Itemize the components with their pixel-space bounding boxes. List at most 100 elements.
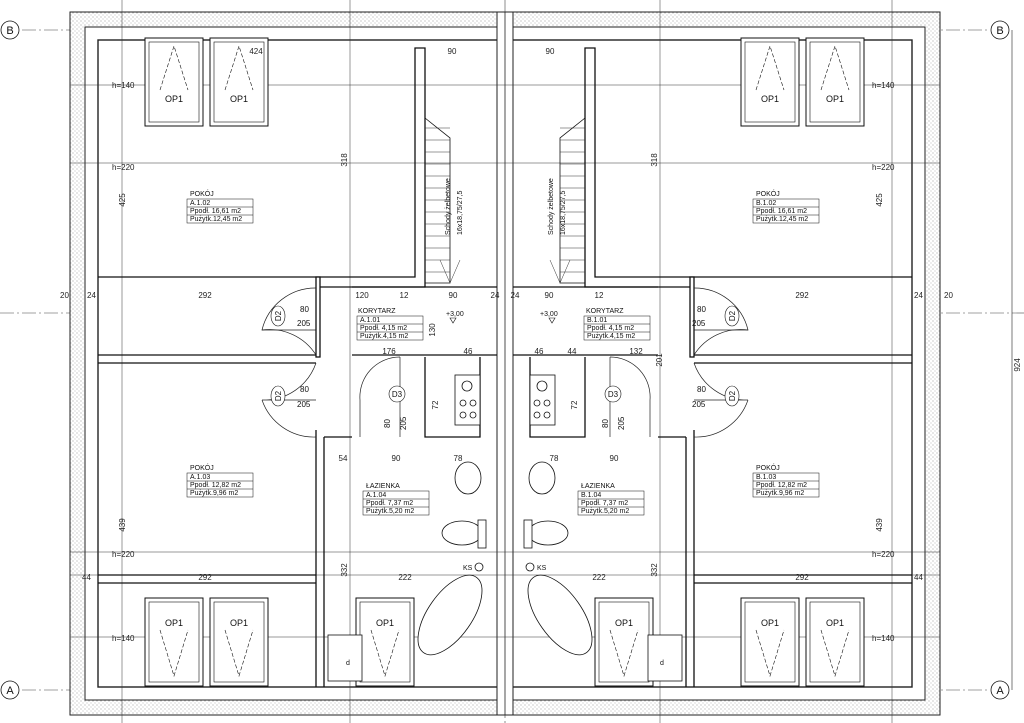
svg-text:318: 318 (650, 153, 659, 167)
svg-text:12: 12 (595, 291, 604, 300)
axis-a-right: A (990, 680, 1010, 700)
window-a-bottom-3: OP1 (355, 597, 415, 687)
svg-text:Ppodł. 16,61 m2: Ppodł. 16,61 m2 (756, 208, 807, 215)
svg-text:24: 24 (511, 291, 520, 300)
svg-text:332: 332 (650, 563, 659, 577)
svg-text:90: 90 (545, 291, 554, 300)
level-mark-right: +3,00 (540, 311, 558, 324)
svg-text:+3,00: +3,00 (540, 311, 558, 318)
svg-text:KORYTARZ: KORYTARZ (586, 308, 624, 315)
svg-text:54: 54 (339, 454, 348, 463)
svg-text:205: 205 (399, 416, 408, 430)
svg-text:24: 24 (914, 291, 923, 300)
svg-text:Pużytk.9,96 m2: Pużytk.9,96 m2 (756, 490, 804, 497)
svg-text:130: 130 (428, 323, 437, 337)
svg-text:A.1.02: A.1.02 (190, 200, 210, 207)
window-a-top-1: OP1 (144, 37, 204, 127)
svg-text:ŁAZIENKA: ŁAZIENKA (366, 483, 400, 490)
door-tag-d2-right-top: D2 80 205 (692, 305, 740, 328)
furniture-d-right: d (660, 660, 664, 667)
level-mark-left: +3,00 (446, 311, 464, 324)
right-dimension: 924 (1011, 30, 1022, 690)
svg-text:222: 222 (592, 573, 606, 582)
door-tag-d2-left-bottom: D2 80 205 (270, 385, 311, 409)
svg-text:Ppodł. 4,15 m2: Ppodł. 4,15 m2 (360, 325, 407, 332)
svg-text:90: 90 (392, 454, 401, 463)
svg-text:Ppodł. 7,37 m2: Ppodł. 7,37 m2 (581, 500, 628, 507)
svg-text:120: 120 (355, 291, 369, 300)
svg-text:132: 132 (629, 347, 643, 356)
window-b-top-1: OP1 (740, 37, 800, 127)
door-tag-d3-left: D3 80 205 (383, 385, 408, 430)
svg-text:46: 46 (464, 347, 473, 356)
stairs-right: Schody żelbetowe 16x18,75/27,5 (548, 117, 586, 284)
svg-text:205: 205 (617, 416, 626, 430)
axis-a-left: A (0, 680, 20, 700)
svg-text:80: 80 (697, 305, 706, 314)
svg-text:Ppodł. 16,61 m2: Ppodł. 16,61 m2 (190, 208, 241, 215)
svg-text:176: 176 (382, 347, 396, 356)
svg-text:72: 72 (570, 400, 579, 409)
svg-text:OP1: OP1 (826, 94, 844, 104)
svg-text:80: 80 (697, 385, 706, 394)
svg-text:425: 425 (118, 193, 127, 207)
window-a-top-2: OP1 (209, 37, 269, 127)
interior-walls-right (513, 47, 912, 687)
svg-text:OP1: OP1 (826, 618, 844, 628)
svg-text:B.1.04: B.1.04 (581, 492, 601, 499)
window-b-bottom-1: OP1 (594, 597, 654, 687)
svg-text:B.1.02: B.1.02 (756, 200, 776, 207)
door-tag-d2-right-bottom: D2 80 205 (692, 385, 740, 409)
door-tag-d3-right: D3 80 205 (601, 385, 626, 430)
svg-text:44: 44 (82, 573, 91, 582)
svg-text:Ppodł. 7,37 m2: Ppodł. 7,37 m2 (366, 500, 413, 507)
svg-text:16x18,75/27,5: 16x18,75/27,5 (560, 191, 567, 235)
svg-text:KS: KS (537, 565, 547, 572)
svg-text:Pużytk.4,15 m2: Pużytk.4,15 m2 (587, 333, 635, 340)
svg-text:OP1: OP1 (230, 94, 248, 104)
svg-text:205: 205 (297, 400, 311, 409)
svg-text:292: 292 (198, 573, 212, 582)
svg-text:292: 292 (198, 291, 212, 300)
svg-text:D2: D2 (274, 390, 283, 401)
door-swings-right (609, 287, 749, 438)
svg-text:POKÓJ: POKÓJ (190, 463, 214, 472)
svg-text:Ppodł. 12,82 m2: Ppodł. 12,82 m2 (190, 482, 241, 489)
room-a104-label: ŁAZIENKA A.1.04 Ppodł. 7,37 m2 Pużytk.5,… (362, 483, 430, 516)
window-b-bottom-2: OP1 (740, 597, 800, 687)
svg-text:46: 46 (535, 347, 544, 356)
svg-text:201: 201 (655, 353, 664, 367)
svg-text:h=220: h=220 (112, 550, 135, 559)
svg-text:OP1: OP1 (165, 618, 183, 628)
svg-text:205: 205 (692, 319, 706, 328)
svg-text:B.1.03: B.1.03 (756, 474, 776, 481)
room-b102-label: POKÓJ B.1.02 Ppodł. 16,61 m2 Pużytk.12,4… (752, 189, 820, 224)
svg-text:POKÓJ: POKÓJ (756, 189, 780, 198)
room-a101-label: KORYTARZ A.1.01 Ppodł. 4,15 m2 Pużytk.4,… (356, 308, 424, 341)
svg-text:OP1: OP1 (165, 94, 183, 104)
svg-text:Schody żelbetowe: Schody żelbetowe (445, 178, 452, 235)
svg-text:h=140: h=140 (872, 634, 895, 643)
svg-text:205: 205 (297, 319, 311, 328)
axis-b-left: B (0, 20, 20, 40)
svg-text:B: B (6, 25, 13, 37)
svg-text:+3,00: +3,00 (446, 311, 464, 318)
svg-text:439: 439 (118, 518, 127, 532)
svg-text:ŁAZIENKA: ŁAZIENKA (581, 483, 615, 490)
room-a103-label: POKÓJ A.1.03 Ppodł. 12,82 m2 Pużytk.9,96… (186, 463, 254, 498)
svg-text:h=140: h=140 (872, 81, 895, 90)
svg-text:24: 24 (87, 291, 96, 300)
bathroom-fixtures-left (327, 374, 487, 682)
svg-text:80: 80 (601, 419, 610, 428)
svg-text:12: 12 (400, 291, 409, 300)
furniture-d-left: d (346, 660, 350, 667)
svg-text:80: 80 (300, 385, 309, 394)
svg-text:80: 80 (383, 419, 392, 428)
svg-text:924: 924 (1013, 358, 1022, 372)
room-b101-label: KORYTARZ B.1.01 Ppodł. 4,15 m2 Pużytk.4,… (583, 308, 651, 341)
svg-text:425: 425 (875, 193, 884, 207)
svg-text:h=220: h=220 (872, 550, 895, 559)
svg-text:292: 292 (795, 291, 809, 300)
svg-text:KS: KS (463, 565, 473, 572)
svg-text:A: A (996, 685, 1004, 697)
